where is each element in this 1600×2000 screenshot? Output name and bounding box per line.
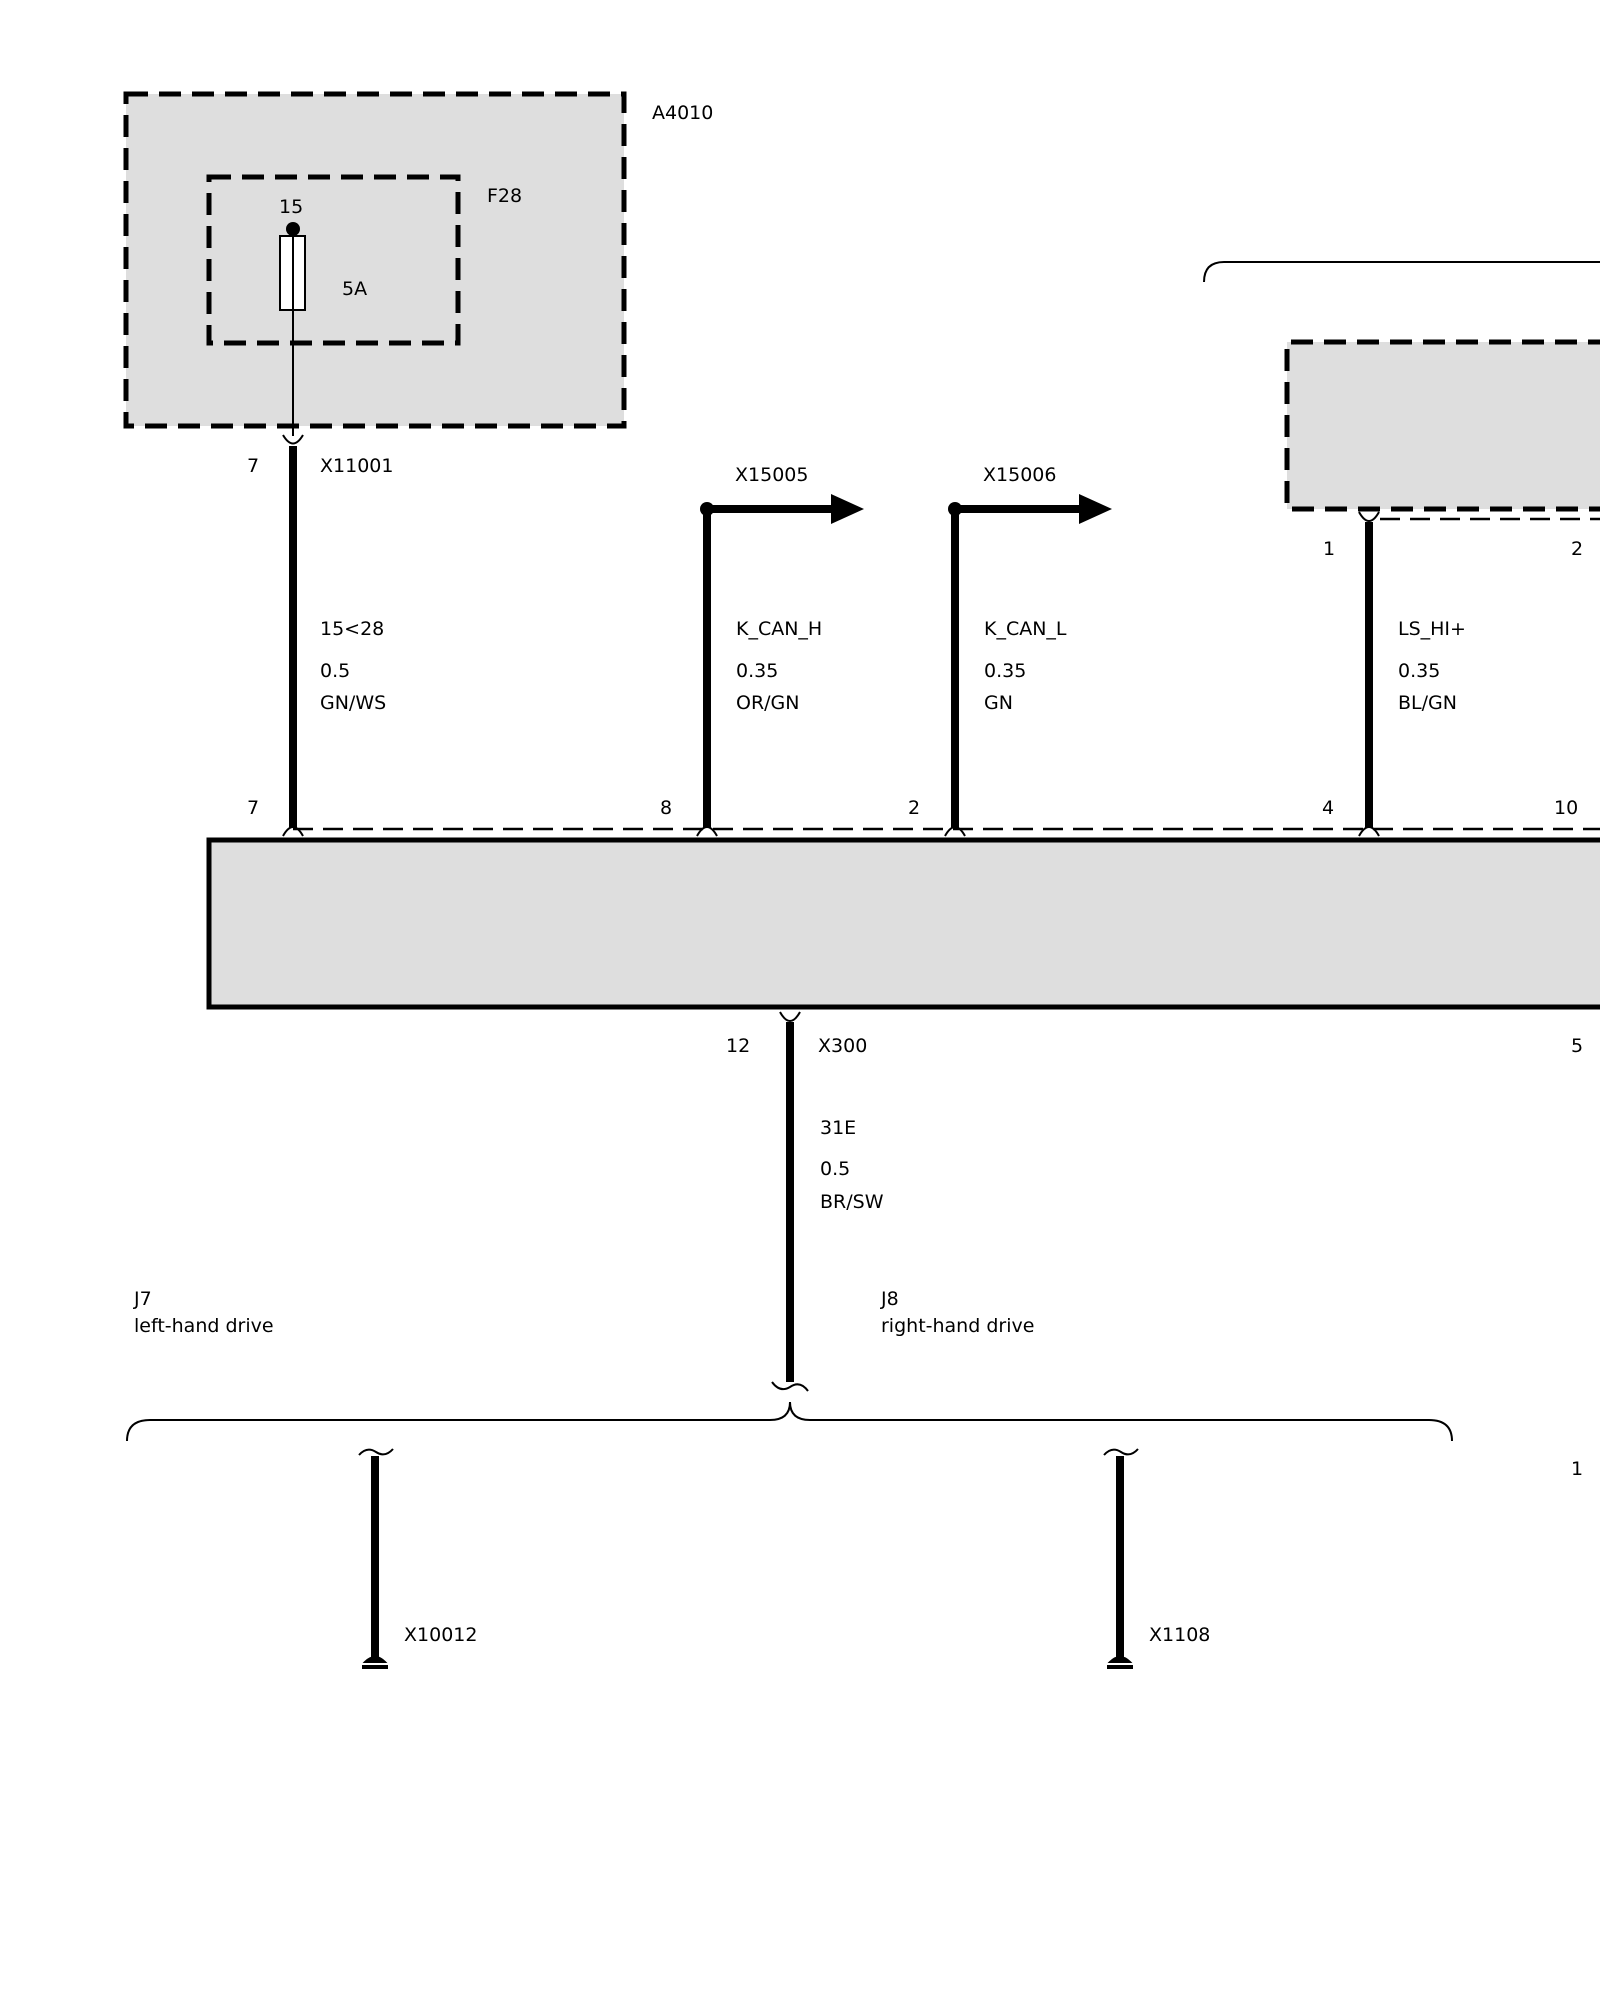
connector-x15006-label: X15006 <box>983 464 1056 486</box>
variant-brace <box>126 1401 1453 1442</box>
module-a4010-label: A4010 <box>652 102 713 124</box>
wire-pin-label: 4 <box>1322 797 1334 819</box>
wire-signal-label: LS_HI+ <box>1398 618 1466 640</box>
arrow-right-icon <box>831 494 864 524</box>
wire-break-symbol <box>358 1448 394 1456</box>
group-brace-top <box>1203 261 1600 283</box>
right-pin-5: 5 <box>1571 1035 1583 1057</box>
ground-x10012-label: X10012 <box>404 1624 477 1646</box>
wire-color-label: BL/GN <box>1398 692 1457 714</box>
wire-signal-label: 31E <box>820 1117 856 1139</box>
wire-signal-label: 15<28 <box>320 618 384 640</box>
wire-gauge-label: 0.5 <box>320 660 350 682</box>
connector-x300-pin: 12 <box>726 1035 750 1057</box>
connector-x300-label: X300 <box>818 1035 867 1057</box>
wire-signal-label: K_CAN_L <box>984 618 1067 640</box>
pin-symbol <box>696 826 718 837</box>
speaker-module-box <box>1284 339 1600 512</box>
speaker-pin-2: 2 <box>1571 538 1583 560</box>
variant-j8-code: J8 <box>880 1288 899 1310</box>
ground-icon <box>362 1656 388 1663</box>
wire-gauge-label: 0.35 <box>984 660 1026 682</box>
arrow-right-icon <box>1079 494 1112 524</box>
wire-pin-label: 8 <box>660 797 672 819</box>
wire-signal-label: K_CAN_H <box>736 618 822 640</box>
variant-j8-label: right-hand drive <box>881 1315 1034 1337</box>
connector-x11001-symbol <box>282 434 304 445</box>
wire-color-label: BR/SW <box>820 1191 884 1213</box>
connector-x11001-label: X11001 <box>320 455 393 477</box>
wire-color-label: GN/WS <box>320 692 386 714</box>
wire-gauge-label: 0.5 <box>820 1158 850 1180</box>
wire-pin-label: 2 <box>908 797 920 819</box>
fuse-f28-box <box>206 174 461 346</box>
fuse-f28-label: F28 <box>487 185 522 207</box>
wire-break-symbol <box>771 1381 809 1392</box>
wire-pin-label: 7 <box>247 797 259 819</box>
module-a4010-box <box>123 91 627 429</box>
fuse-pin-label: 15 <box>279 196 303 218</box>
ground-icon <box>1107 1656 1133 1663</box>
pin-symbol <box>1358 511 1380 522</box>
pin-symbol <box>944 826 966 837</box>
speaker-pin-1: 1 <box>1323 538 1335 560</box>
right-pin-1: 1 <box>1571 1458 1583 1480</box>
connector-x300-symbol <box>779 1011 801 1022</box>
fuse-rating-label: 5A <box>342 278 367 300</box>
connector-x11001-pin: 7 <box>247 455 259 477</box>
variant-j7-code: J7 <box>133 1288 152 1310</box>
wire-pin-label: 10 <box>1554 797 1578 819</box>
pin-symbol <box>282 826 304 837</box>
connector-x15005-label: X15005 <box>735 464 808 486</box>
variant-j7-label: left-hand drive <box>134 1315 274 1337</box>
wire-gauge-label: 0.35 <box>736 660 778 682</box>
wire-color-label: OR/GN <box>736 692 800 714</box>
ground-x1108-label: X1108 <box>1149 1624 1210 1646</box>
wire-color-label: GN <box>984 692 1013 714</box>
pin-symbol <box>1358 826 1380 837</box>
control-unit-box <box>206 837 1600 1010</box>
wire-break-symbol <box>1103 1448 1139 1456</box>
wire-gauge-label: 0.35 <box>1398 660 1440 682</box>
